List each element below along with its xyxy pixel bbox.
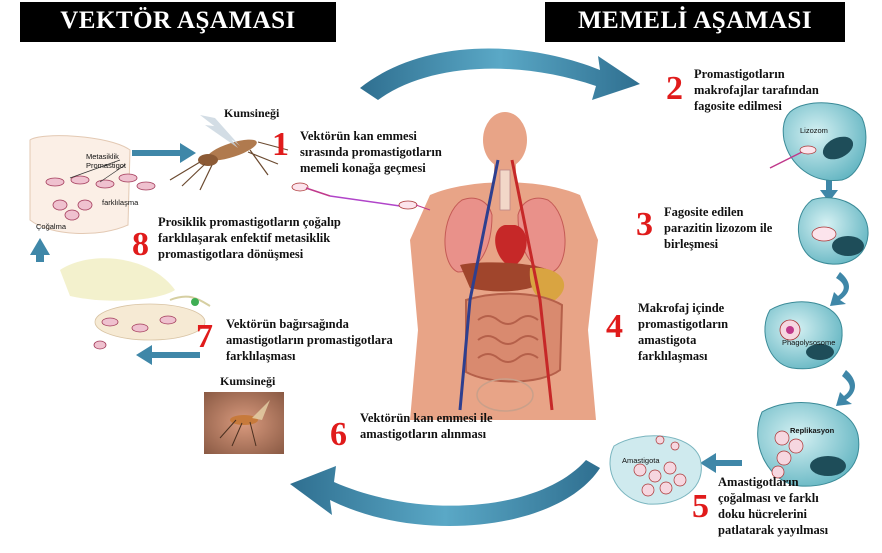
promastigotes-in-transit	[292, 183, 430, 210]
cycle-arrow-top	[360, 49, 640, 100]
cycle-arrow-bottom	[290, 460, 600, 526]
step-3-number: 3	[636, 208, 653, 242]
arrow-step3-to-4	[830, 272, 849, 306]
title-vector-stage: VEKTÖR AŞAMASI	[20, 2, 336, 42]
metacyclic-label: Metasiklik Promastigot	[86, 152, 126, 170]
differentiation-label: farklılaşma	[102, 198, 138, 207]
replication-label: Replikasyon	[790, 426, 834, 435]
macrophage-step3-image	[798, 198, 868, 264]
title-mammal-stage: MEMELİ AŞAMASI	[545, 2, 845, 42]
sandfly-gut-image	[60, 258, 210, 349]
sandfly-top-label: Kumsineği	[224, 106, 279, 121]
step-5-text: Amastigotların çoğalması ve farklı doku …	[718, 474, 868, 538]
step-6-text: Vektörün kan emmesi ile amastigotların a…	[360, 410, 550, 442]
sandfly-photo-label: Kumsineği	[220, 374, 275, 389]
step-6-number: 6	[330, 418, 347, 452]
macrophage-step2-image	[770, 103, 866, 181]
amastigote-cluster-image	[610, 436, 701, 504]
step-2-text: Promastigotların makrofajlar tarafından …	[694, 66, 864, 114]
step-2-number: 2	[666, 72, 683, 106]
phagolysosome-label: Phagolysosome	[782, 338, 835, 347]
arrow-step6-to-7	[136, 345, 200, 365]
amastigote-label: Amastigota	[622, 456, 660, 465]
step-3-text: Fagosite edilen parazitin lizozom ile bi…	[664, 204, 794, 252]
sandfly-photo-image	[204, 392, 284, 454]
step-8-number: 8	[132, 228, 149, 262]
proliferation-label: Çoğalma	[36, 222, 66, 231]
step-1-number: 1	[272, 128, 289, 162]
cycle-arrow-left	[30, 238, 50, 262]
step-8-text: Prosiklik promastigotların çoğalıp farkl…	[158, 214, 388, 262]
step-7-number: 7	[196, 320, 213, 354]
step-4-number: 4	[606, 310, 623, 344]
arrow-to-sandfly	[132, 143, 196, 163]
arrow-step4-to-5	[836, 370, 855, 406]
arrow-replication-to-amastigote	[700, 453, 742, 473]
step-7-text: Vektörün bağırsağında amastigotların pro…	[226, 316, 426, 364]
lysosome-label: Lizozom	[800, 126, 828, 135]
step-1-text: Vektörün kan emmesi sırasında promastigo…	[300, 128, 470, 176]
step-5-number: 5	[692, 490, 709, 524]
step-4-text: Makrofaj içinde promastigotların amastig…	[638, 300, 768, 364]
macrophage-step4-image	[765, 302, 842, 369]
